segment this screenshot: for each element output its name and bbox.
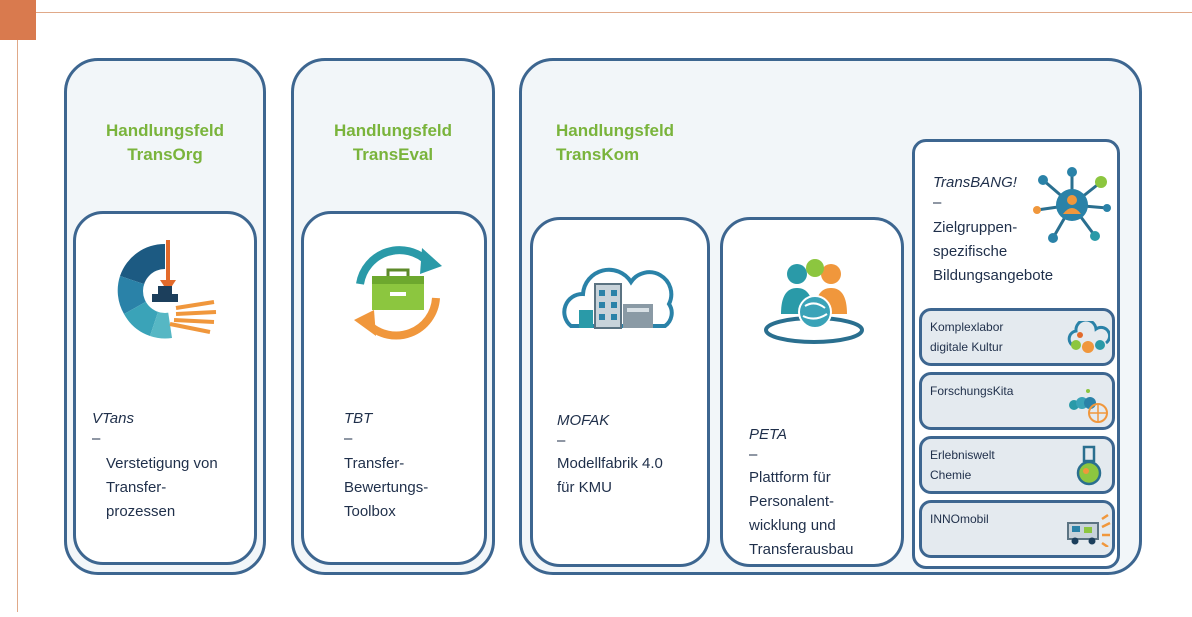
field-title-line: Handlungsfeld — [556, 121, 675, 140]
description-line: Personalent- — [749, 493, 835, 510]
subitem-label: ForschungsKita — [930, 381, 1013, 401]
description-line: Verstetigung von — [106, 455, 218, 472]
description-line: Modellfabrik 4.0 — [557, 455, 663, 472]
description-line: spezifische — [933, 243, 1008, 260]
subitem-komplexlabor[interactable]: Komplexlabor digitale Kultur — [919, 308, 1115, 366]
field-title-line: TransKom — [556, 145, 640, 164]
card-description: Verstetigung von Transfer- prozessen — [106, 452, 218, 524]
card-description: Plattform für Personalent- wicklung und … — [749, 466, 854, 562]
acronym-label: MOFAK — [557, 412, 610, 429]
dash-separator: – — [557, 432, 566, 449]
panel-description: Zielgruppen- spezifische Bildungsangebot… — [933, 216, 1053, 288]
description-line: wicklung und — [749, 517, 836, 534]
description-line: Plattform für — [749, 469, 831, 486]
dash-separator: – — [92, 430, 101, 447]
acronym-label: TBT — [344, 410, 373, 427]
card-tbt[interactable]: TBT – Transfer- Bewertungs- Toolbox — [301, 211, 487, 565]
acronym-label: TransBANG! — [933, 174, 1017, 191]
field-title-transkom: Handlungsfeld TransKom — [556, 119, 674, 167]
field-title-line: TransOrg — [127, 145, 203, 164]
field-transkom: Handlungsfeld TransKom MOFAK – Modellfab… — [519, 58, 1142, 575]
corner-accent-square — [0, 0, 36, 40]
field-title-line: Handlungsfeld — [105, 121, 225, 140]
field-transeval: Handlungsfeld TransEval TBT – Transfer- … — [291, 58, 495, 575]
card-description: Modellfabrik 4.0 für KMU — [557, 452, 663, 500]
subitem-label-line: ForschungsKita — [930, 384, 1014, 398]
card-mofak[interactable]: MOFAK – Modellfabrik 4.0 für KMU — [530, 217, 710, 567]
subitem-label: INNOmobil — [930, 509, 989, 529]
network-person-icon — [1033, 167, 1111, 243]
caterpillar-globe-icon — [1069, 389, 1108, 423]
field-title-transorg: Handlungsfeld TransOrg — [67, 119, 263, 167]
cloud-factory-icon — [562, 267, 674, 329]
van-icon — [1067, 513, 1111, 547]
left-divider-line — [17, 40, 18, 612]
flask-icon — [1076, 445, 1102, 486]
field-title-line: TransEval — [352, 145, 434, 164]
description-line: Transferausbau — [749, 541, 854, 558]
people-globe-icon — [764, 259, 864, 344]
dash-separator: – — [749, 446, 758, 463]
subitem-erlebniswelt-chemie[interactable]: Erlebniswelt Chemie — [919, 436, 1115, 494]
field-title-transeval: Handlungsfeld TransEval — [294, 119, 492, 167]
subitem-label-line: Erlebniswelt — [930, 448, 995, 462]
description-line: Bewertungs- — [344, 479, 429, 496]
card-peta[interactable]: PETA – Plattform für Personalent- wicklu… — [720, 217, 904, 567]
description-line: Zielgruppen- — [933, 219, 1018, 236]
dash-separator: – — [344, 430, 353, 447]
card-description: Transfer- Bewertungs- Toolbox — [344, 452, 428, 524]
panel-transbang[interactable]: TransBANG! – Zielgruppen- spezifische Bi… — [912, 139, 1120, 569]
subitem-label-line: Chemie — [930, 468, 972, 482]
description-line: Transfer- — [344, 455, 405, 472]
subitem-label-line: digitale Kultur — [930, 340, 1003, 354]
subitem-label: Erlebniswelt Chemie — [930, 445, 995, 485]
top-divider-line — [36, 12, 1192, 13]
description-line: prozessen — [106, 503, 176, 520]
subitem-innomobil[interactable]: INNOmobil — [919, 500, 1115, 558]
toolbox-cycle-icon — [354, 246, 442, 340]
description-line: für KMU — [557, 479, 613, 496]
acronym-label: VTans — [92, 410, 134, 427]
dash-separator: – — [933, 194, 942, 211]
subitem-label-line: INNOmobil — [930, 512, 989, 526]
subitem-forschungskita[interactable]: ForschungsKita — [919, 372, 1115, 430]
card-vtans[interactable]: VTans – Verstetigung von Transfer- proze… — [73, 211, 257, 565]
circular-gauge-icon — [117, 240, 217, 339]
description-line: Transfer- — [106, 479, 167, 496]
description-line: Toolbox — [344, 503, 396, 520]
description-line: Bildungsangebote — [933, 267, 1054, 284]
field-transorg: Handlungsfeld TransOrg VTans – Verstetig… — [64, 58, 266, 575]
subitem-label-line: Komplexlabor — [930, 320, 1004, 334]
colorful-cloud-icon — [1067, 321, 1110, 353]
acronym-label: PETA — [749, 426, 788, 443]
subitem-label: Komplexlabor digitale Kultur — [930, 317, 1003, 357]
field-title-line: Handlungsfeld — [333, 121, 453, 140]
